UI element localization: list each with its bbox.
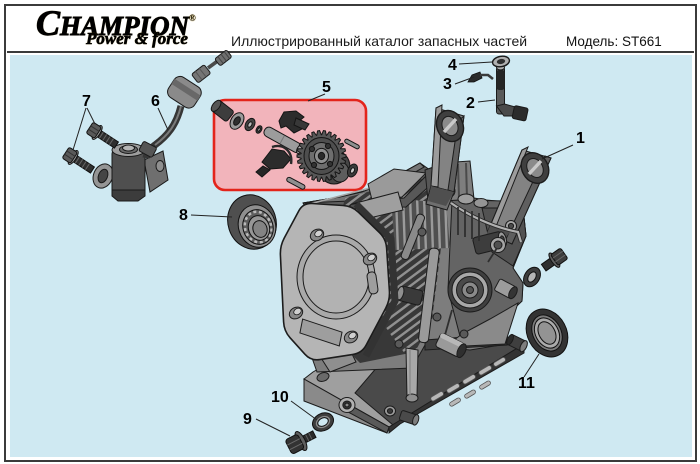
svg-text:5: 5 [322,79,331,96]
svg-text:2: 2 [466,95,475,112]
svg-text:3: 3 [443,76,452,93]
svg-text:6: 6 [151,93,160,110]
svg-text:8: 8 [179,207,188,224]
svg-text:9: 9 [243,411,252,428]
svg-text:4: 4 [448,57,457,74]
svg-text:11: 11 [518,375,535,392]
svg-text:1: 1 [576,130,585,147]
svg-text:7: 7 [82,93,91,110]
svg-text:10: 10 [271,389,289,406]
